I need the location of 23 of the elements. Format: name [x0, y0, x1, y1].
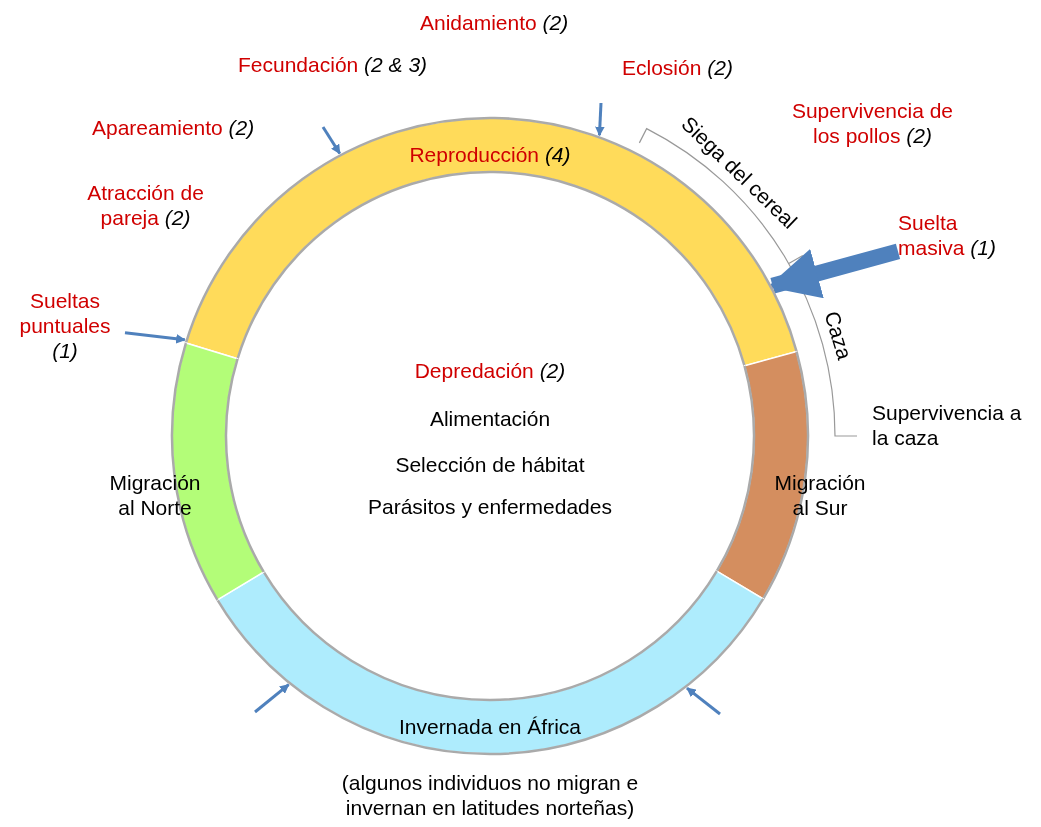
arrow [124, 331, 186, 344]
text-label: Depredación (2) [413, 358, 567, 384]
release-label: Sueltas puntuales (1) [5, 288, 125, 364]
text-label: Alimentación [428, 406, 552, 432]
text-label: Parásitos y enfermedades [367, 494, 613, 520]
text-label: Fecundación (2 & 3) [238, 52, 429, 78]
text-label: Supervivencia a la caza [872, 400, 1022, 451]
text-label: Selección de hábitat [394, 452, 586, 478]
text-label: Supervivencia de los pollos (2) [790, 98, 955, 149]
text-label: Anidamiento (2) [420, 10, 570, 36]
release-label: Suelta masiva (1) [898, 210, 1016, 261]
segment-label: Migración al Norte [108, 470, 202, 521]
arrow [254, 683, 290, 714]
arrow [321, 126, 342, 155]
arrow [595, 102, 605, 137]
bracket-label: Caza [819, 308, 858, 365]
text-label: Eclosión (2) [622, 55, 734, 81]
text-label: Apareamiento (2) [92, 115, 256, 141]
segment-label: Reproducción (4) [408, 142, 572, 168]
arrow [686, 686, 721, 716]
segment-label: Invernada en África [397, 714, 583, 740]
caption-text: (algunos individuos no migran e invernan en latitudes norteñas) [340, 770, 640, 821]
text-label: Atracción de pareja (2) [86, 180, 205, 231]
